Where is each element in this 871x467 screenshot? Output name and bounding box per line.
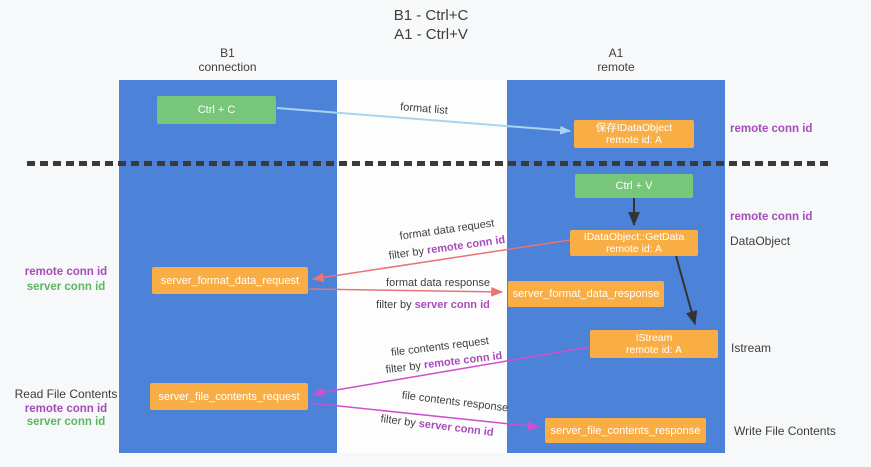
server-format-data-response-box: server_format_data_response xyxy=(508,281,664,307)
format-data-response-filter-label: filter by server conn id xyxy=(376,299,490,311)
remote-conn-id-annotation-mid: remote conn id xyxy=(730,211,813,223)
lane-b1-title: B1 xyxy=(220,46,235,60)
save-dataobject-line1: 保存IDataObject xyxy=(595,121,673,134)
istream-annotation: Istream xyxy=(731,341,772,355)
lane-a1-subtitle: remote xyxy=(597,60,635,74)
ctrl-v-box: Ctrl + V xyxy=(575,174,693,198)
server-format-data-response-label: server_format_data_response xyxy=(512,288,660,300)
getdata-line1: IDataObject::GetData xyxy=(583,230,685,243)
left-server-conn-id-top: server conn id xyxy=(26,281,106,293)
istream-line1: IStream xyxy=(635,331,673,344)
dataobject-annotation: DataObject xyxy=(730,234,791,248)
ctrl-c-label: Ctrl + C xyxy=(197,104,236,116)
istream-box: IStream remote id: A xyxy=(590,330,718,358)
server-file-contents-response-box: server_file_contents_response xyxy=(545,418,706,443)
remote-conn-id-annotation-top: remote conn id xyxy=(730,123,813,135)
ctrl-c-box: Ctrl + C xyxy=(157,96,276,124)
left-remote-conn-id-bottom: remote conn id xyxy=(24,403,108,415)
getdata-line2: remote id: A xyxy=(605,243,663,255)
server-file-contents-request-label: server_file_contents_request xyxy=(158,390,300,403)
write-file-contents-annotation: Write File Contents xyxy=(734,424,836,438)
ctrl-v-label: Ctrl + V xyxy=(615,180,653,192)
format-data-response-label: format data response xyxy=(386,277,490,289)
server-format-data-request-label: server_format_data_request xyxy=(160,274,300,287)
title-line-1: B1 - Ctrl+C xyxy=(393,7,469,24)
title-line-2: A1 - Ctrl+V xyxy=(394,26,468,43)
server-file-contents-request-box: server_file_contents_request xyxy=(150,383,308,410)
server-conn-id-text: server conn id xyxy=(414,299,490,311)
save-dataobject-box: 保存IDataObject remote id: A xyxy=(574,120,694,148)
istream-line2: remote id: A xyxy=(625,344,683,356)
lane-header-a1: A1 remote xyxy=(507,46,725,74)
server-format-data-request-box: server_format_data_request xyxy=(152,267,308,294)
save-dataobject-line2: remote id: A xyxy=(605,134,663,146)
getdata-box: IDataObject::GetData remote id: A xyxy=(570,230,698,256)
lane-header-b1: B1 connection xyxy=(120,46,335,74)
filter-by-text: filter by xyxy=(376,299,415,311)
lane-a1-title: A1 xyxy=(608,46,624,60)
left-server-conn-id-bottom: server conn id xyxy=(26,416,106,428)
server-file-contents-response-label: server_file_contents_response xyxy=(550,424,701,437)
diagram-title: B1 - Ctrl+C A1 - Ctrl+V xyxy=(0,6,862,44)
read-file-contents-annotation: Read File Contents xyxy=(14,387,118,401)
left-remote-conn-id-top: remote conn id xyxy=(24,266,108,278)
phase-divider-dashed-line xyxy=(27,161,832,166)
lane-b1-subtitle: connection xyxy=(198,60,257,74)
